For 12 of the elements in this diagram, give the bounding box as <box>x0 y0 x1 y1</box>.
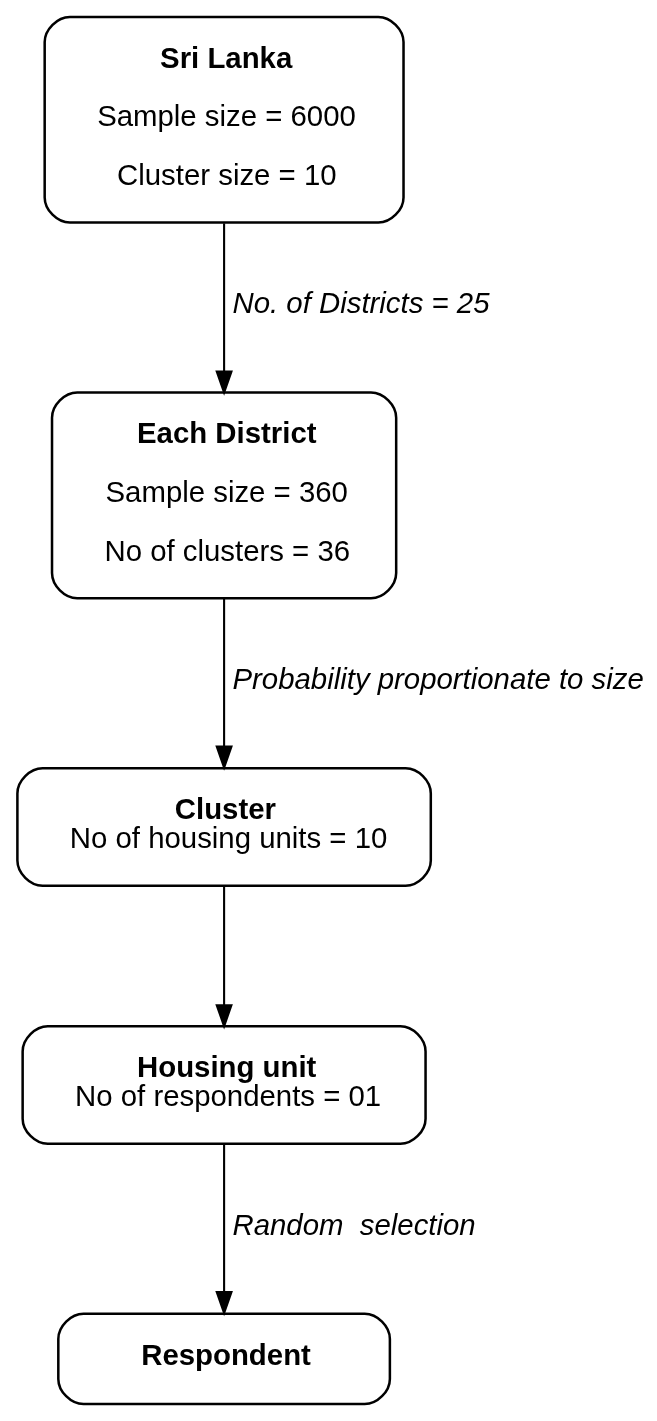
edge-label: Probability proportionate to size <box>232 661 644 695</box>
node-box: Sri Lanka Sample size = 6000 Cluster size = 10 <box>43 15 405 224</box>
edge-label: Random selection <box>232 1207 476 1241</box>
arrow <box>215 598 233 771</box>
arrow <box>215 223 233 396</box>
arrow <box>215 1144 233 1317</box>
edge-label: No. of Districts = 25 <box>232 286 490 320</box>
node-box: Housing unit No of respondents = 01 <box>21 1025 427 1146</box>
node-box: Cluster No of housing units = 10 <box>16 766 433 887</box>
node-box: Respondent <box>57 1312 392 1406</box>
arrow <box>215 886 233 1030</box>
node-box: Each District Sample size = 360 No of clusters = 36 <box>50 391 398 600</box>
